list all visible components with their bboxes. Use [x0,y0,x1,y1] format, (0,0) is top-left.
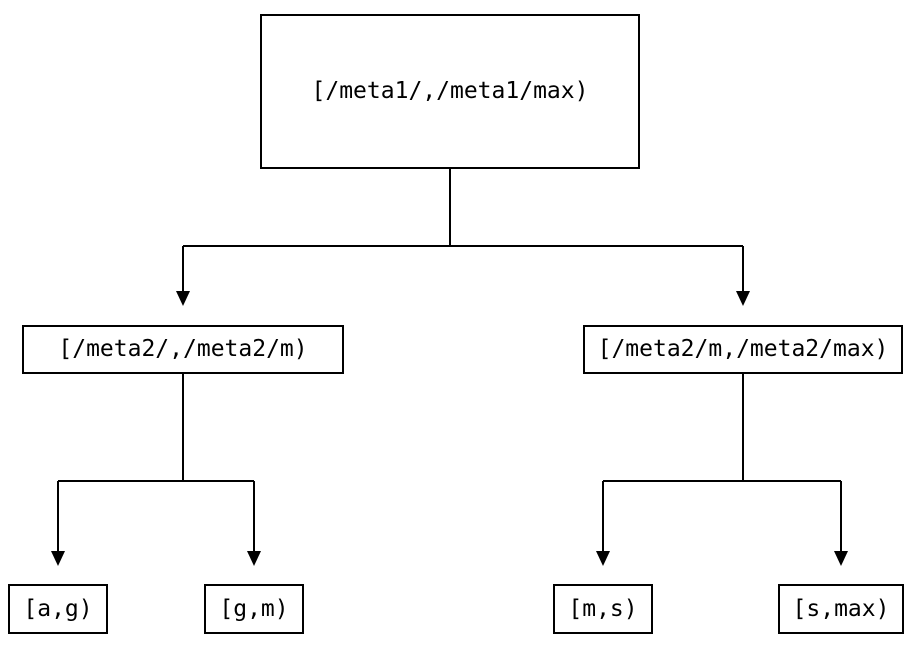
node-leaf-g-m-label: [g,m) [219,595,289,622]
node-leaf-s-max: [s,max) [778,584,904,634]
node-leaf-a-g-label: [a,g) [23,595,93,622]
node-leaf-g-m: [g,m) [204,584,304,634]
node-root-label: [/meta1/,/meta1/max) [311,78,589,104]
edge-left-branch-to-leaves [57,374,255,551]
node-leaf-m-s-label: [m,s) [568,595,638,622]
node-root: [/meta1/,/meta1/max) [260,14,640,169]
node-leaf-a-g: [a,g) [8,584,108,634]
node-leaf-s-max-label: [s,max) [792,595,890,622]
node-branch-right: [/meta2/m,/meta2/max) [583,325,903,374]
arrowhead-down-icon [596,551,610,566]
node-branch-left: [/meta2/,/meta2/m) [22,325,344,374]
node-branch-right-label: [/meta2/m,/meta2/max) [597,336,889,362]
node-leaf-m-s: [m,s) [553,584,653,634]
edge-root-to-branches [182,169,744,291]
arrowhead-down-icon [51,551,65,566]
arrowhead-down-icon [736,291,750,306]
arrowhead-down-icon [247,551,261,566]
arrowhead-down-icon [834,551,848,566]
arrowhead-down-icon [176,291,190,306]
edge-right-branch-to-leaves [602,374,842,551]
node-branch-left-label: [/meta2/,/meta2/m) [58,336,308,362]
